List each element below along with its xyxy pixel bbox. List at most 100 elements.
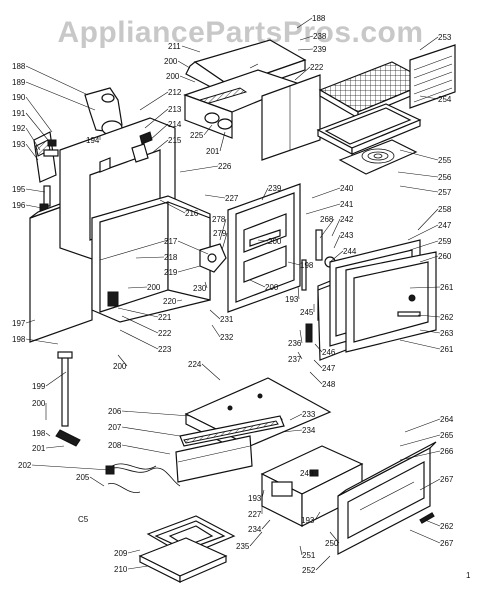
callout-c214: 214 (149, 120, 182, 141)
part-number-label: 247 (438, 221, 452, 230)
leader-line (409, 529, 441, 544)
part-number-label: 200 (164, 57, 178, 66)
callout-c212: 212 (139, 88, 182, 111)
part-number-label: 195 (12, 185, 26, 194)
callout-c267a: 267 (419, 475, 454, 491)
leader-line (25, 96, 53, 133)
leader-line (45, 371, 67, 387)
front-panel (337, 441, 437, 555)
diagram-code: C5 (78, 515, 89, 524)
callout-c198a: 198 (287, 261, 314, 270)
part-number-label: 188 (12, 62, 26, 71)
leader-line (181, 45, 201, 53)
leader-line (281, 429, 303, 433)
callout-c191: 191 (12, 109, 49, 141)
leader-line (417, 208, 439, 231)
callout-c198c: 198 (32, 429, 51, 438)
callout-c261b: 261 (399, 339, 454, 354)
callout-c208: 208 (108, 441, 171, 455)
callout-c244: 244 (329, 247, 357, 263)
callout-c210: 210 (114, 565, 149, 574)
part-number-label: 227 (225, 194, 239, 203)
part-number-label: 207 (108, 423, 122, 432)
leader-line (177, 265, 201, 273)
part-number-label: 225 (190, 131, 204, 140)
bake-element (338, 139, 418, 175)
part-number-label: 200 (166, 72, 180, 81)
part-number-label: 219 (164, 268, 178, 277)
side-bracket (33, 131, 59, 183)
leader-line (159, 199, 186, 214)
part-number-label: 237 (288, 355, 302, 364)
callout-c247b: 247 (313, 359, 336, 373)
callout-c196: 196 (12, 201, 43, 210)
part-number-label: 205 (76, 473, 90, 482)
callout-c219: 219 (164, 265, 201, 277)
callout-c250: 250 (325, 531, 340, 548)
leader-line (419, 329, 441, 334)
part-number-label: 217 (164, 237, 178, 246)
leader-line (25, 143, 39, 161)
part-number-label: 248 (322, 380, 336, 389)
part-number-label: 243 (340, 231, 354, 240)
broiler-pan (316, 103, 422, 155)
leader-line (315, 555, 331, 571)
callout-c245: 245 (300, 304, 315, 317)
callout-c251: 251 (299, 545, 316, 560)
leader-line (297, 48, 314, 51)
leader-line (121, 426, 181, 437)
leader-line (117, 307, 159, 318)
leader-line (31, 464, 111, 471)
leader-line (309, 371, 323, 385)
callout-c249: 249 (300, 469, 315, 478)
leader-line (176, 299, 183, 302)
part-number-label: 240 (340, 184, 354, 193)
callout-c222b: 222 (121, 315, 172, 338)
part-number-label: 249 (300, 469, 314, 478)
callout-c192: 192 (12, 124, 41, 151)
callout-c200a: 200 (164, 57, 191, 69)
part-number-label: 262 (440, 522, 454, 531)
callout-c193c: 193 (248, 489, 265, 503)
callout-c264: 264 (404, 415, 454, 433)
rear-panel (261, 74, 321, 161)
leader-line (261, 489, 265, 499)
part-number-label: 188 (312, 14, 326, 23)
part-number-label: 198 (32, 429, 46, 438)
leader-line (417, 314, 441, 318)
part-number-label: 267 (440, 475, 454, 484)
part-number-label: 199 (32, 382, 46, 391)
callout-c193d: 193 (301, 511, 321, 525)
part-number-label: 200 (265, 283, 279, 292)
control-panel (183, 69, 302, 139)
part-number-label: 202 (18, 461, 32, 470)
leader-line (331, 218, 341, 237)
part-number-label: 233 (302, 410, 316, 419)
part-number-label: 253 (438, 33, 452, 42)
part-number-label: 268 (320, 215, 334, 224)
callout-c202: 202 (18, 461, 111, 471)
callout-c190: 190 (12, 93, 53, 133)
leader-line (399, 185, 439, 193)
part-number-label: 222 (310, 63, 324, 72)
part-number-label: 210 (114, 565, 128, 574)
part-number-label: 266 (440, 447, 454, 456)
part-number-label: 267 (440, 539, 454, 548)
part-number-label: 257 (438, 188, 452, 197)
part-number-label: 234 (302, 426, 316, 435)
part-number-label: 251 (302, 551, 316, 560)
part-number-label: 242 (340, 215, 354, 224)
part-number-label: 209 (114, 549, 128, 558)
part-number-label: 200 (268, 237, 282, 246)
leader-line (179, 75, 196, 83)
control-box (260, 445, 364, 527)
part-number-label: 193 (301, 516, 315, 525)
leader-line (25, 338, 59, 345)
leader-line (397, 171, 439, 178)
leader-line (144, 108, 169, 129)
leader-line (127, 549, 141, 554)
leader-line (311, 187, 341, 199)
part-number-label: 232 (220, 333, 234, 342)
callout-c246: 246 (314, 343, 336, 357)
